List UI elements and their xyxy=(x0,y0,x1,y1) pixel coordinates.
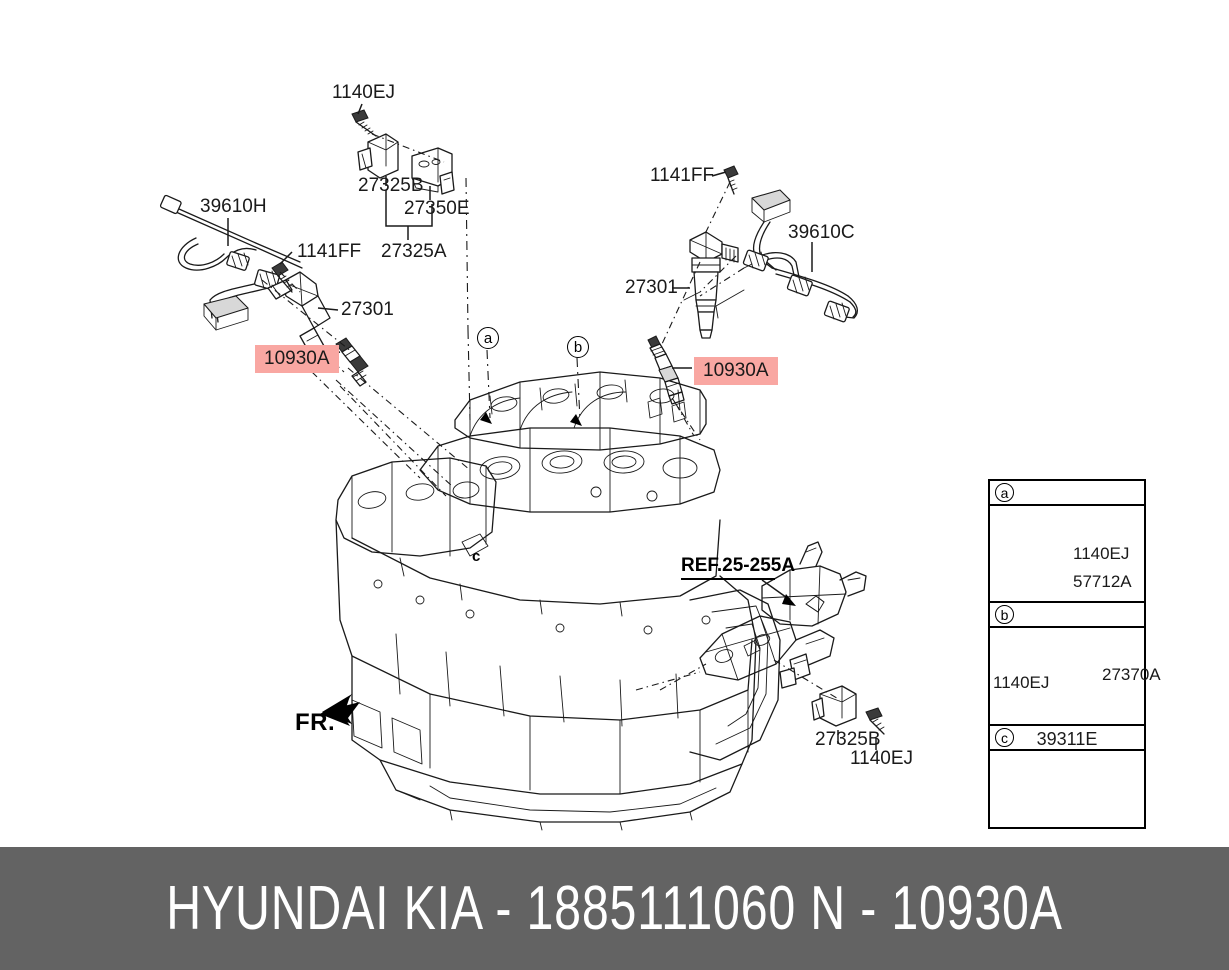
legend-body-a: 1140EJ 57712A xyxy=(990,506,1144,603)
label-39610H: 39610H xyxy=(200,196,267,217)
highlight-10930A-left: 10930A xyxy=(255,345,339,373)
ref-component-art xyxy=(699,541,867,681)
label-27325B-bottom: 27325B xyxy=(815,729,881,750)
bolt-1140EJ-bottom-art xyxy=(865,707,885,735)
harness-39610C-art xyxy=(742,189,859,323)
engine-block-art xyxy=(335,371,781,831)
left-parts-group xyxy=(159,194,369,387)
legend-body-b: 1140EJ 27370A xyxy=(990,628,1161,726)
legend-a-label-1140EJ: 1140EJ xyxy=(1073,544,1130,563)
label-27301-right: 27301 xyxy=(625,277,678,298)
highlight-10930A-right: 10930A xyxy=(694,357,778,385)
label-1141FF-right: 1141FF xyxy=(650,165,715,186)
bolt-1140EJ-top-art xyxy=(351,109,377,137)
label-39610C: 39610C xyxy=(788,222,855,243)
legend-a-circle: a xyxy=(995,483,1014,503)
legend-a-label-57712A: 57712A xyxy=(1073,572,1132,591)
connector-27325B-bottom-art xyxy=(811,685,857,727)
legend-b-label-27370A: 27370A xyxy=(1102,665,1161,684)
reference-label: REF.25-255A xyxy=(681,555,796,576)
connector-27325B-top-art xyxy=(357,133,399,179)
legend-header-c: c 39311E xyxy=(990,726,1144,751)
ignition-coil-27301-right-art xyxy=(689,231,739,339)
fr-arrow-icon xyxy=(320,694,360,726)
footer-bar: HYUNDAI KIA - 1885111060 N - 10930A xyxy=(0,847,1229,970)
top-center-parts-group xyxy=(351,109,471,421)
footer-part-number-text: HYUNDAI KIA - 1885111060 N - 10930A xyxy=(166,874,1063,943)
legend-header-b: b xyxy=(990,603,1144,628)
legend-b-label-1140EJ: 1140EJ xyxy=(993,673,1050,692)
front-direction-label: FR. xyxy=(295,709,336,736)
label-1141FF-left: 1141FF xyxy=(297,241,362,262)
label-1140EJ-top: 1140EJ xyxy=(332,82,396,103)
bracket-27350E-top-art xyxy=(411,147,455,195)
legend-c-circle: c xyxy=(995,728,1014,748)
label-27325B-top: 27325B xyxy=(358,175,424,196)
spark-plug-10930A-right-art xyxy=(647,335,685,405)
legend-c-header-text: 39311E xyxy=(1036,729,1098,749)
callout-a-marker: a xyxy=(477,327,499,349)
legend-header-a: a xyxy=(990,481,1144,506)
legend-body-c xyxy=(990,751,1144,827)
reference-underline xyxy=(681,578,775,580)
label-1140EJ-bottom: 1140EJ xyxy=(850,748,914,769)
bolt-1141FF-right-art xyxy=(723,165,739,195)
label-27325A: 27325A xyxy=(381,241,447,262)
label-27350E: 27350E xyxy=(404,198,470,219)
right-parts-group xyxy=(647,165,859,441)
legend-table: a 1140EJ 57712A b 1140EJ 27370A c 39311E xyxy=(988,479,1161,829)
harness-39610H-art xyxy=(159,194,303,331)
label-27301-left: 27301 xyxy=(341,299,394,320)
callout-b-marker: b xyxy=(567,336,589,358)
callout-c-marker: c xyxy=(472,548,481,565)
bottom-right-parts-group xyxy=(659,541,885,735)
legend-b-circle: b xyxy=(995,605,1014,625)
spark-plug-10930A-left-art xyxy=(335,337,369,387)
leader-lines xyxy=(227,103,877,750)
